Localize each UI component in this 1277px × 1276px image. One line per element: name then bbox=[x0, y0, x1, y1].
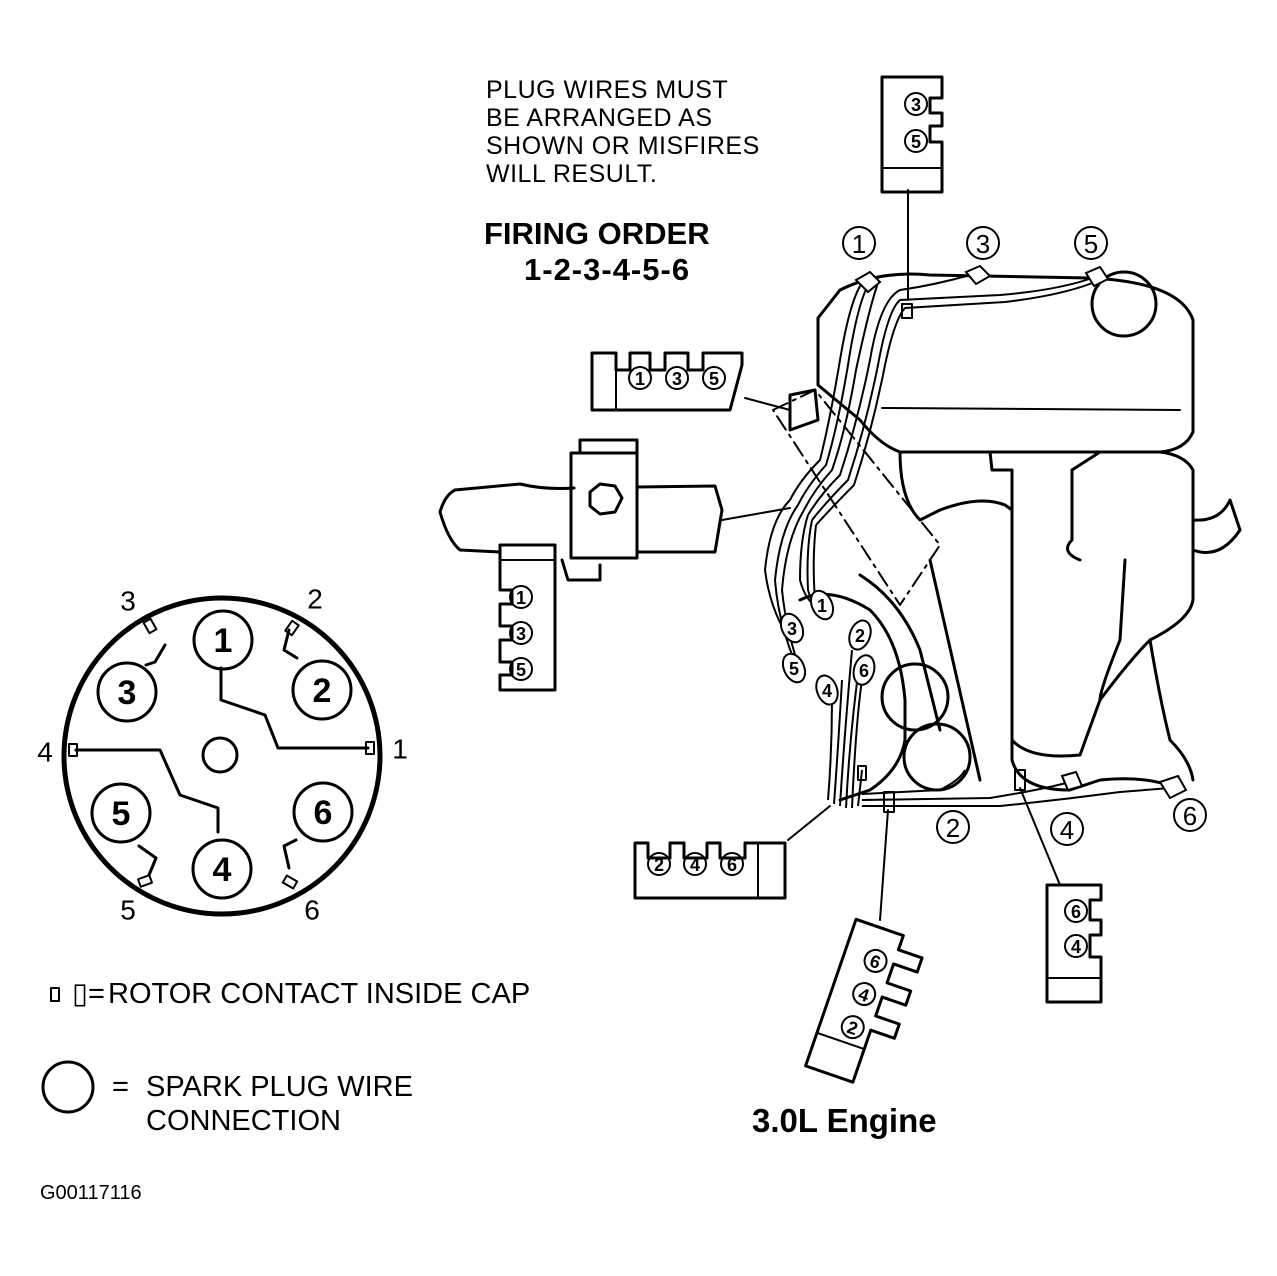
misfire-warning-note: PLUG WIRES MUST BE ARRANGED AS SHOWN OR … bbox=[486, 76, 760, 188]
rotor-contact-legend-icon bbox=[50, 987, 60, 1002]
wire-separator-middle: 1 3 5 bbox=[590, 351, 744, 412]
svg-text:3: 3 bbox=[672, 369, 682, 389]
rotor-contact-legend: ROTOR CONTACT INSIDE CAP bbox=[108, 978, 531, 1010]
cylinder-callout-2: 2 bbox=[936, 810, 970, 844]
cap-tower-3: 3 bbox=[96, 661, 158, 723]
cylinder-callout-3: 3 bbox=[966, 226, 1000, 260]
svg-text:5: 5 bbox=[1084, 229, 1098, 259]
terminal-label: 2 bbox=[307, 584, 323, 615]
cap-tower-1: 1 bbox=[192, 609, 254, 671]
cylinder-callout-1: 1 bbox=[842, 226, 876, 260]
cylinder-callout-4: 4 bbox=[1050, 812, 1084, 846]
wire-tag-1: 1 bbox=[809, 589, 835, 621]
cylinder-callout-6: 6 bbox=[1173, 798, 1207, 832]
terminal-label: 4 bbox=[37, 737, 53, 768]
wire-tag-3: 3 bbox=[779, 612, 805, 644]
terminal-label: 3 bbox=[120, 586, 136, 617]
rotor-contact-icon bbox=[365, 741, 375, 755]
engine-illustration: 1 3 5 2 6 4 bbox=[438, 264, 1242, 813]
throttle-body-boss bbox=[1090, 270, 1158, 338]
distributor-cap: 1 2 3 4 5 6 1 2 3 4 5 6 bbox=[37, 584, 408, 926]
wire-separator-top-right: 3 5 bbox=[880, 75, 944, 194]
wire-tag-4: 4 bbox=[815, 674, 839, 706]
svg-text:4: 4 bbox=[1071, 937, 1081, 957]
firing-order-title: FIRING ORDER bbox=[484, 216, 710, 251]
spark-plug-symbol: = bbox=[112, 1071, 129, 1103]
cap-tower-6: 6 bbox=[292, 781, 354, 843]
svg-text:6: 6 bbox=[727, 855, 737, 875]
svg-text:5: 5 bbox=[709, 369, 719, 389]
rotor-contact-icon bbox=[136, 874, 154, 888]
svg-text:1: 1 bbox=[516, 588, 526, 608]
tower-label: 3 bbox=[118, 674, 137, 712]
cap-tower-2: 2 bbox=[291, 659, 353, 721]
figure-id: G00117116 bbox=[40, 1182, 142, 1204]
spark-plug-wire-legend: SPARK PLUG WIRE CONNECTION bbox=[146, 1071, 413, 1137]
svg-text:3: 3 bbox=[516, 624, 526, 644]
svg-text:2: 2 bbox=[855, 626, 865, 646]
tower-label: 5 bbox=[112, 795, 131, 833]
engine-label: 3.0L Engine bbox=[752, 1102, 937, 1139]
cap-outline bbox=[61, 595, 383, 917]
terminal-label: 1 bbox=[392, 734, 408, 765]
svg-text:6: 6 bbox=[859, 661, 869, 681]
tower-label: 1 bbox=[214, 622, 233, 660]
rotor-contact-icon bbox=[284, 619, 300, 637]
spark-plug-wire-legend-icon bbox=[41, 1060, 95, 1114]
cap-tower-4: 4 bbox=[191, 838, 253, 900]
terminal-label: 6 bbox=[304, 895, 320, 926]
svg-text:6: 6 bbox=[1071, 902, 1081, 922]
svg-text:4: 4 bbox=[1060, 815, 1074, 845]
svg-text:4: 4 bbox=[690, 855, 700, 875]
cap-tower-5: 5 bbox=[90, 782, 152, 844]
wire-separator-bracket: 1 3 5 bbox=[498, 543, 557, 692]
svg-text:5: 5 bbox=[911, 132, 921, 152]
firing-order-sequence: 1-2-3-4-5-6 bbox=[524, 252, 691, 287]
rotor-contact-symbol: ▯= bbox=[72, 978, 105, 1010]
rotor-contact-icon bbox=[68, 743, 78, 757]
svg-text:5: 5 bbox=[516, 660, 526, 680]
svg-text:1: 1 bbox=[852, 229, 866, 259]
pulley bbox=[880, 662, 950, 732]
rotor-contact-icon bbox=[281, 874, 299, 890]
wire-tag-2: 2 bbox=[848, 619, 872, 651]
svg-text:5: 5 bbox=[789, 659, 799, 679]
svg-text:1: 1 bbox=[817, 596, 827, 616]
bracket-block bbox=[569, 451, 639, 560]
cap-center-hub bbox=[201, 736, 239, 774]
svg-text:2: 2 bbox=[946, 813, 960, 843]
wire-separator-bottom: 2 4 6 bbox=[633, 841, 787, 900]
tower-label: 6 bbox=[314, 794, 333, 832]
cylinder-callout-5: 5 bbox=[1074, 226, 1108, 260]
svg-text:4: 4 bbox=[822, 681, 832, 701]
svg-text:2: 2 bbox=[654, 855, 664, 875]
wire-tag-5: 5 bbox=[781, 652, 807, 684]
bracket-bolt-icon bbox=[588, 482, 624, 516]
svg-text:1: 1 bbox=[635, 369, 645, 389]
rotor-contact-icon bbox=[142, 617, 158, 635]
tower-label: 2 bbox=[313, 672, 332, 710]
svg-text:3: 3 bbox=[787, 619, 797, 639]
wire-separator-bottom-right: 6 4 bbox=[1045, 883, 1103, 1004]
svg-text:3: 3 bbox=[976, 229, 990, 259]
wire-tag-6: 6 bbox=[852, 654, 876, 686]
tower-label: 4 bbox=[213, 851, 232, 889]
svg-text:6: 6 bbox=[1183, 801, 1197, 831]
terminal-label: 5 bbox=[120, 895, 136, 926]
wire-separator-angled: 6 4 2 bbox=[804, 917, 924, 1084]
pulley bbox=[902, 722, 972, 792]
svg-text:3: 3 bbox=[911, 95, 921, 115]
